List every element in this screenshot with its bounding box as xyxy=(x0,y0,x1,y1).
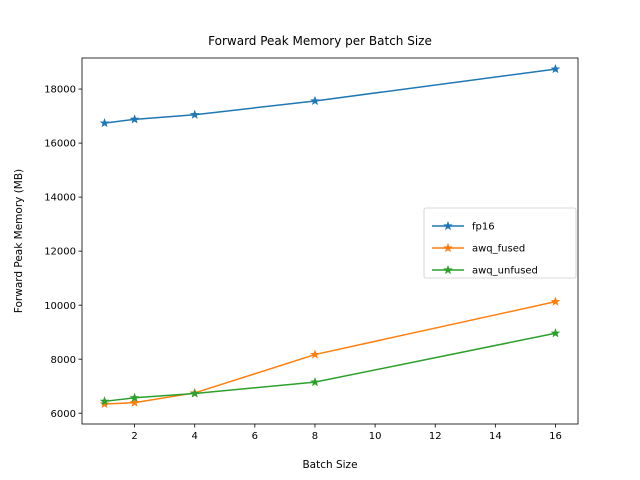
legend-label: awq_fused xyxy=(472,244,525,255)
legend-item-awq_unfused[interactable]: awq_unfused xyxy=(432,264,538,277)
axes-spines xyxy=(81,57,579,425)
y-tick-label: 16000 xyxy=(44,139,76,150)
y-tick-label: 12000 xyxy=(44,247,76,258)
series-awq_unfused xyxy=(99,328,561,406)
y-tick-label: 14000 xyxy=(44,193,76,204)
legend-marker xyxy=(443,242,453,253)
x-tick-label: 14 xyxy=(489,431,502,442)
data-point-marker xyxy=(99,398,110,409)
legend-entries: fp16 awq_fused awq_unfused xyxy=(432,220,538,277)
data-point-marker xyxy=(550,296,561,306)
data-point-marker xyxy=(99,118,110,128)
x-tick-label: 10 xyxy=(369,431,382,442)
x-axis-label: Batch Size xyxy=(302,459,357,471)
y-tick-label: 6000 xyxy=(51,409,76,420)
series-fp16 xyxy=(99,64,561,128)
data-series-group xyxy=(99,64,561,409)
data-point-marker xyxy=(550,64,561,74)
y-axis-label: Forward Peak Memory (MB) xyxy=(13,169,25,313)
legend-marker xyxy=(443,220,453,231)
data-point-marker xyxy=(129,392,140,402)
x-tick-label: 8 xyxy=(312,431,318,442)
chart-title: Forward Peak Memory per Batch Size xyxy=(208,34,432,48)
data-point-marker xyxy=(550,328,561,338)
data-point-marker xyxy=(129,397,140,407)
legend-item-awq_fused[interactable]: awq_fused xyxy=(432,242,525,255)
axes-frame xyxy=(81,57,579,425)
x-tick-label: 12 xyxy=(429,431,442,442)
x-axis-ticks: 2 4 6 8 10 12 14 16 xyxy=(131,424,562,442)
x-tick-label: 2 xyxy=(131,431,137,442)
data-point-marker xyxy=(189,388,200,398)
data-point-marker xyxy=(310,377,320,387)
x-tick-label: 4 xyxy=(192,431,198,442)
legend-label: fp16 xyxy=(472,222,495,233)
y-tick-label: 8000 xyxy=(51,355,76,366)
x-tick-label: 16 xyxy=(549,431,562,442)
data-point-marker xyxy=(310,349,320,359)
data-point-marker xyxy=(129,114,140,124)
data-point-marker xyxy=(310,95,320,106)
x-tick-label: 6 xyxy=(252,431,258,442)
y-tick-label: 10000 xyxy=(44,301,76,312)
data-point-marker xyxy=(99,396,110,406)
y-axis-ticks: 6000 8000 10000 12000 14000 16000 18000 xyxy=(44,85,82,420)
data-point-marker xyxy=(189,109,200,119)
legend-item-fp16[interactable]: fp16 xyxy=(432,220,495,233)
legend: fp16 awq_fused awq_unfused xyxy=(423,207,577,279)
legend-marker xyxy=(443,264,453,275)
y-tick-label: 18000 xyxy=(44,85,76,96)
legend-label: awq_unfused xyxy=(472,266,538,277)
